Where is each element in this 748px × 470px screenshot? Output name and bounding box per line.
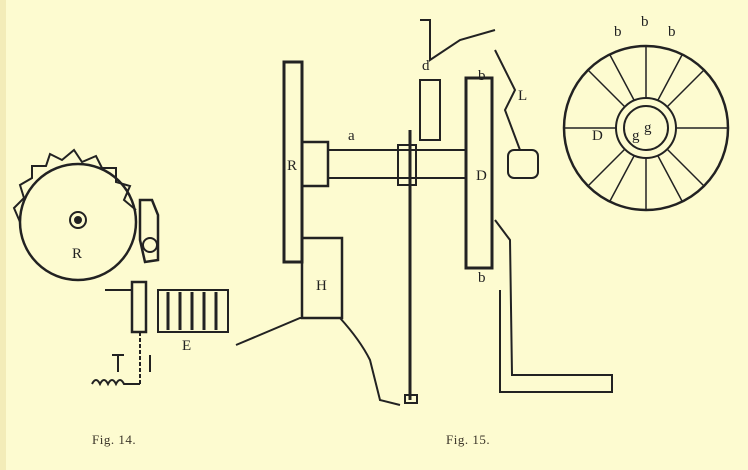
svg-text:g: g — [644, 120, 652, 136]
page-edge — [0, 0, 6, 470]
svg-text:L: L — [518, 88, 527, 104]
svg-text:g: g — [632, 128, 640, 144]
svg-text:b: b — [668, 24, 676, 40]
fig15-drawing: R a H D d b L b — [235, 19, 613, 406]
svg-text:b: b — [641, 14, 649, 30]
svg-text:D: D — [592, 128, 603, 144]
svg-text:a: a — [348, 128, 355, 144]
wheel-hub — [69, 211, 87, 229]
svg-text:d: d — [422, 58, 430, 74]
svg-text:H: H — [316, 278, 327, 294]
svg-text:b: b — [478, 68, 486, 84]
disc-drawing: b b b D g g — [562, 14, 730, 212]
svg-text:R: R — [287, 158, 297, 174]
label-e: E — [182, 338, 191, 354]
fig15-caption: Fig. 15. — [446, 432, 491, 447]
fig14-drawing: R E — [12, 148, 229, 387]
svg-text:b: b — [478, 270, 486, 286]
label-r: R — [72, 246, 82, 262]
fig14-caption: Fig. 14. — [92, 432, 137, 447]
svg-text:b: b — [614, 24, 622, 40]
svg-text:D: D — [476, 168, 487, 184]
